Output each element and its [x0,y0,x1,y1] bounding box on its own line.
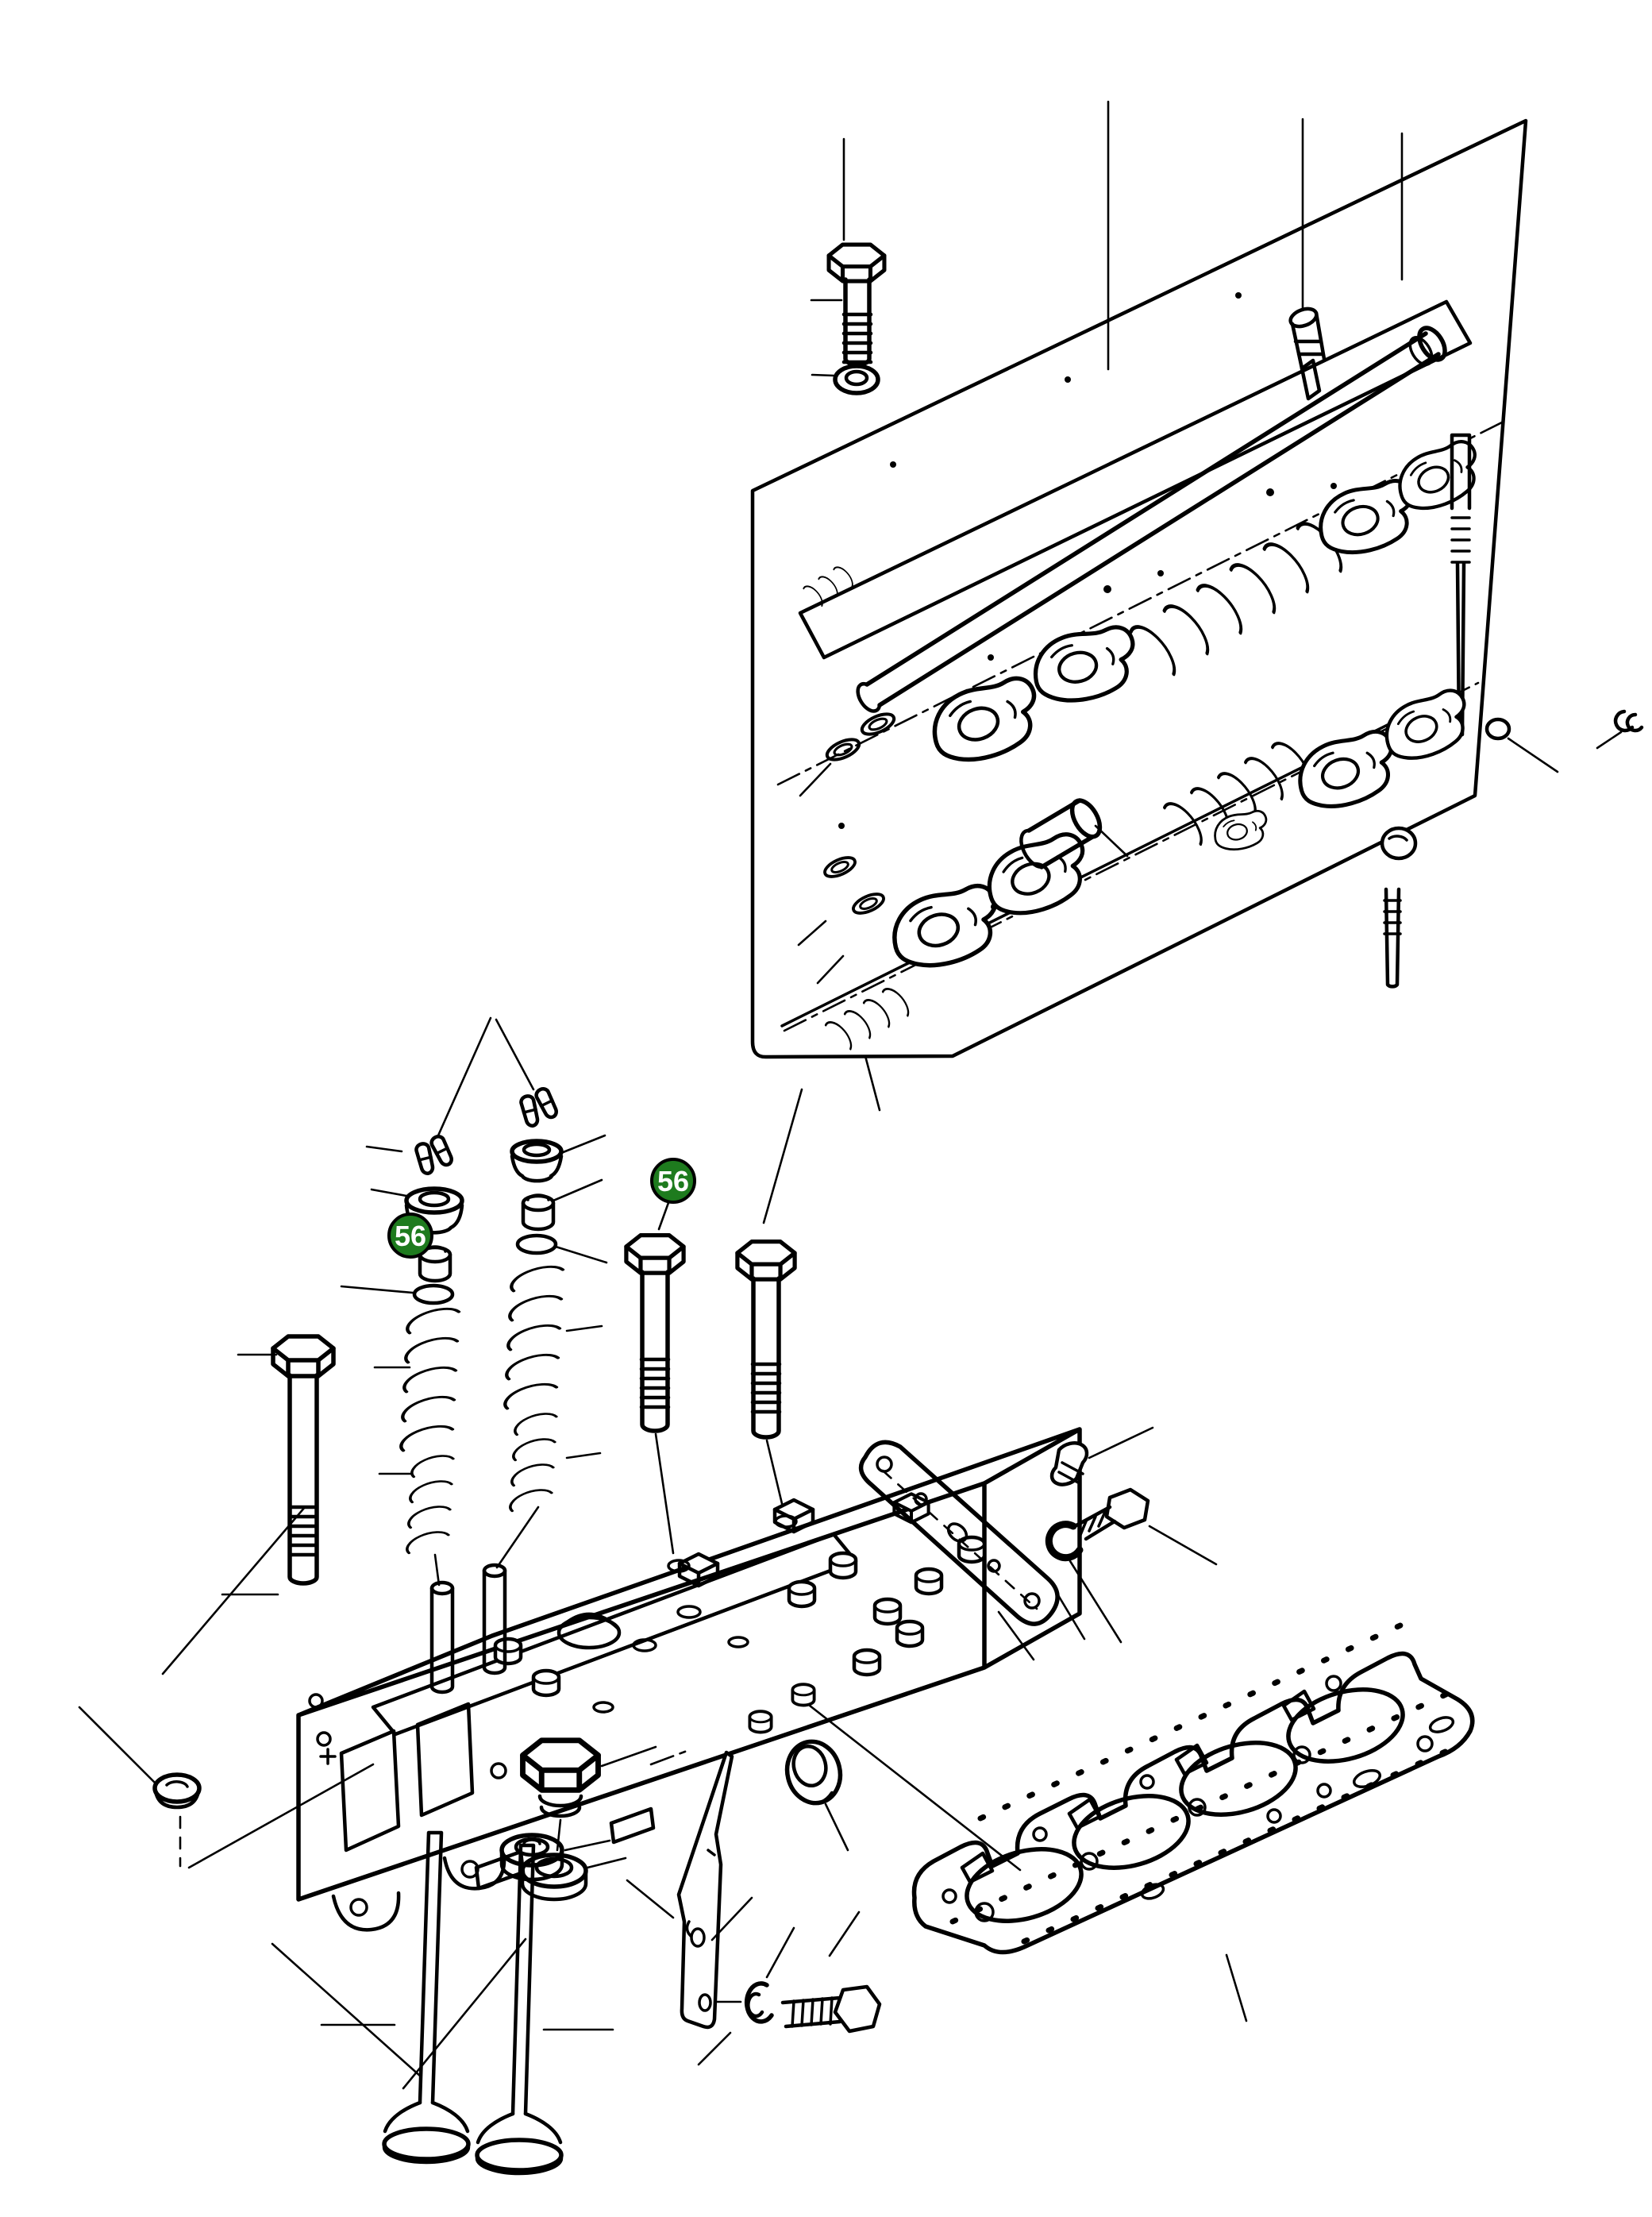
hanger-bracket [626,1750,753,2030]
panel-holes [838,292,1337,910]
head-gasket-outline [911,1651,1475,1955]
right-side-parts [626,1426,1218,2066]
spring-retainer-2 [510,1134,607,1183]
shaft-bolt-washer [811,364,880,395]
valve-stem-seal-2 [521,1178,603,1232]
head-gasket-speckles [949,1613,1468,1945]
callout-badge-2-leader [657,1199,671,1231]
valves-group [271,1830,614,2176]
c-clip [1045,1521,1123,1644]
head-axis-dash [649,1749,691,1766]
valve-guide-2 [482,1506,540,1675]
callout-badge-2-circle[interactable] [650,1158,696,1204]
shaft-tube-piece [1019,798,1129,869]
panel-slot [798,299,1473,660]
callout-badge-2-label: 56 [657,1165,689,1197]
callout-badge-1-circle[interactable] [387,1213,433,1259]
lower-rocker-row [797,684,1479,1112]
sealing-cap-left [78,1506,375,1869]
manifold-gasket [858,1440,1086,1661]
gasket-leader [1225,1953,1248,2022]
callout-badge-1[interactable]: 56 [387,1213,433,1259]
small-plug [1049,1426,1154,1486]
callout-badges: 56 56 [387,1158,696,1259]
valve-column-1 [340,1016,535,1555]
valve-leader-1 [271,1942,422,2078]
valve-guide-1 [429,1553,455,1695]
lock-washer [697,1981,774,2066]
adjusting-screw-upper [1288,307,1327,401]
rocker-arm-assembly [750,100,1644,1112]
cylinder-head [78,1427,1082,1932]
dome-cap [556,1612,622,1650]
flange-bolt [765,1910,882,2034]
head-gasket [911,1613,1475,2022]
upper-rocker-row [799,434,1489,797]
spring-seat-ring-2 [515,1233,608,1264]
upper-axis-centerline [776,418,1510,786]
stud-bolt [1072,1487,1218,1566]
intake-valve [382,1830,471,2165]
panel-outline [750,118,1528,1059]
leader-to-gasket [808,1704,1022,1872]
pivot-ball-stud [1380,826,1418,989]
callout-badge-2[interactable]: 56 [650,1158,696,1231]
head-gasket-holes [942,1675,1455,1922]
o-ring-seal [784,1739,849,1852]
head-front-face-details [308,1693,656,1932]
valve-train-parts [221,1016,803,1596]
spring-seat-ring-1 [340,1283,455,1305]
exhaust-valve [475,1843,564,2176]
valve-leader-2 [402,1937,527,2090]
rocker-shaft [856,326,1447,713]
callout-badge-1-label: 56 [395,1220,426,1252]
spring-retainer-1 [370,1186,464,1235]
valve-column-2 [503,1087,608,1513]
head-bolt-3 [626,1236,684,1555]
head-bolt-4 [737,1088,803,1515]
ball-and-keeper-right [1484,709,1644,773]
